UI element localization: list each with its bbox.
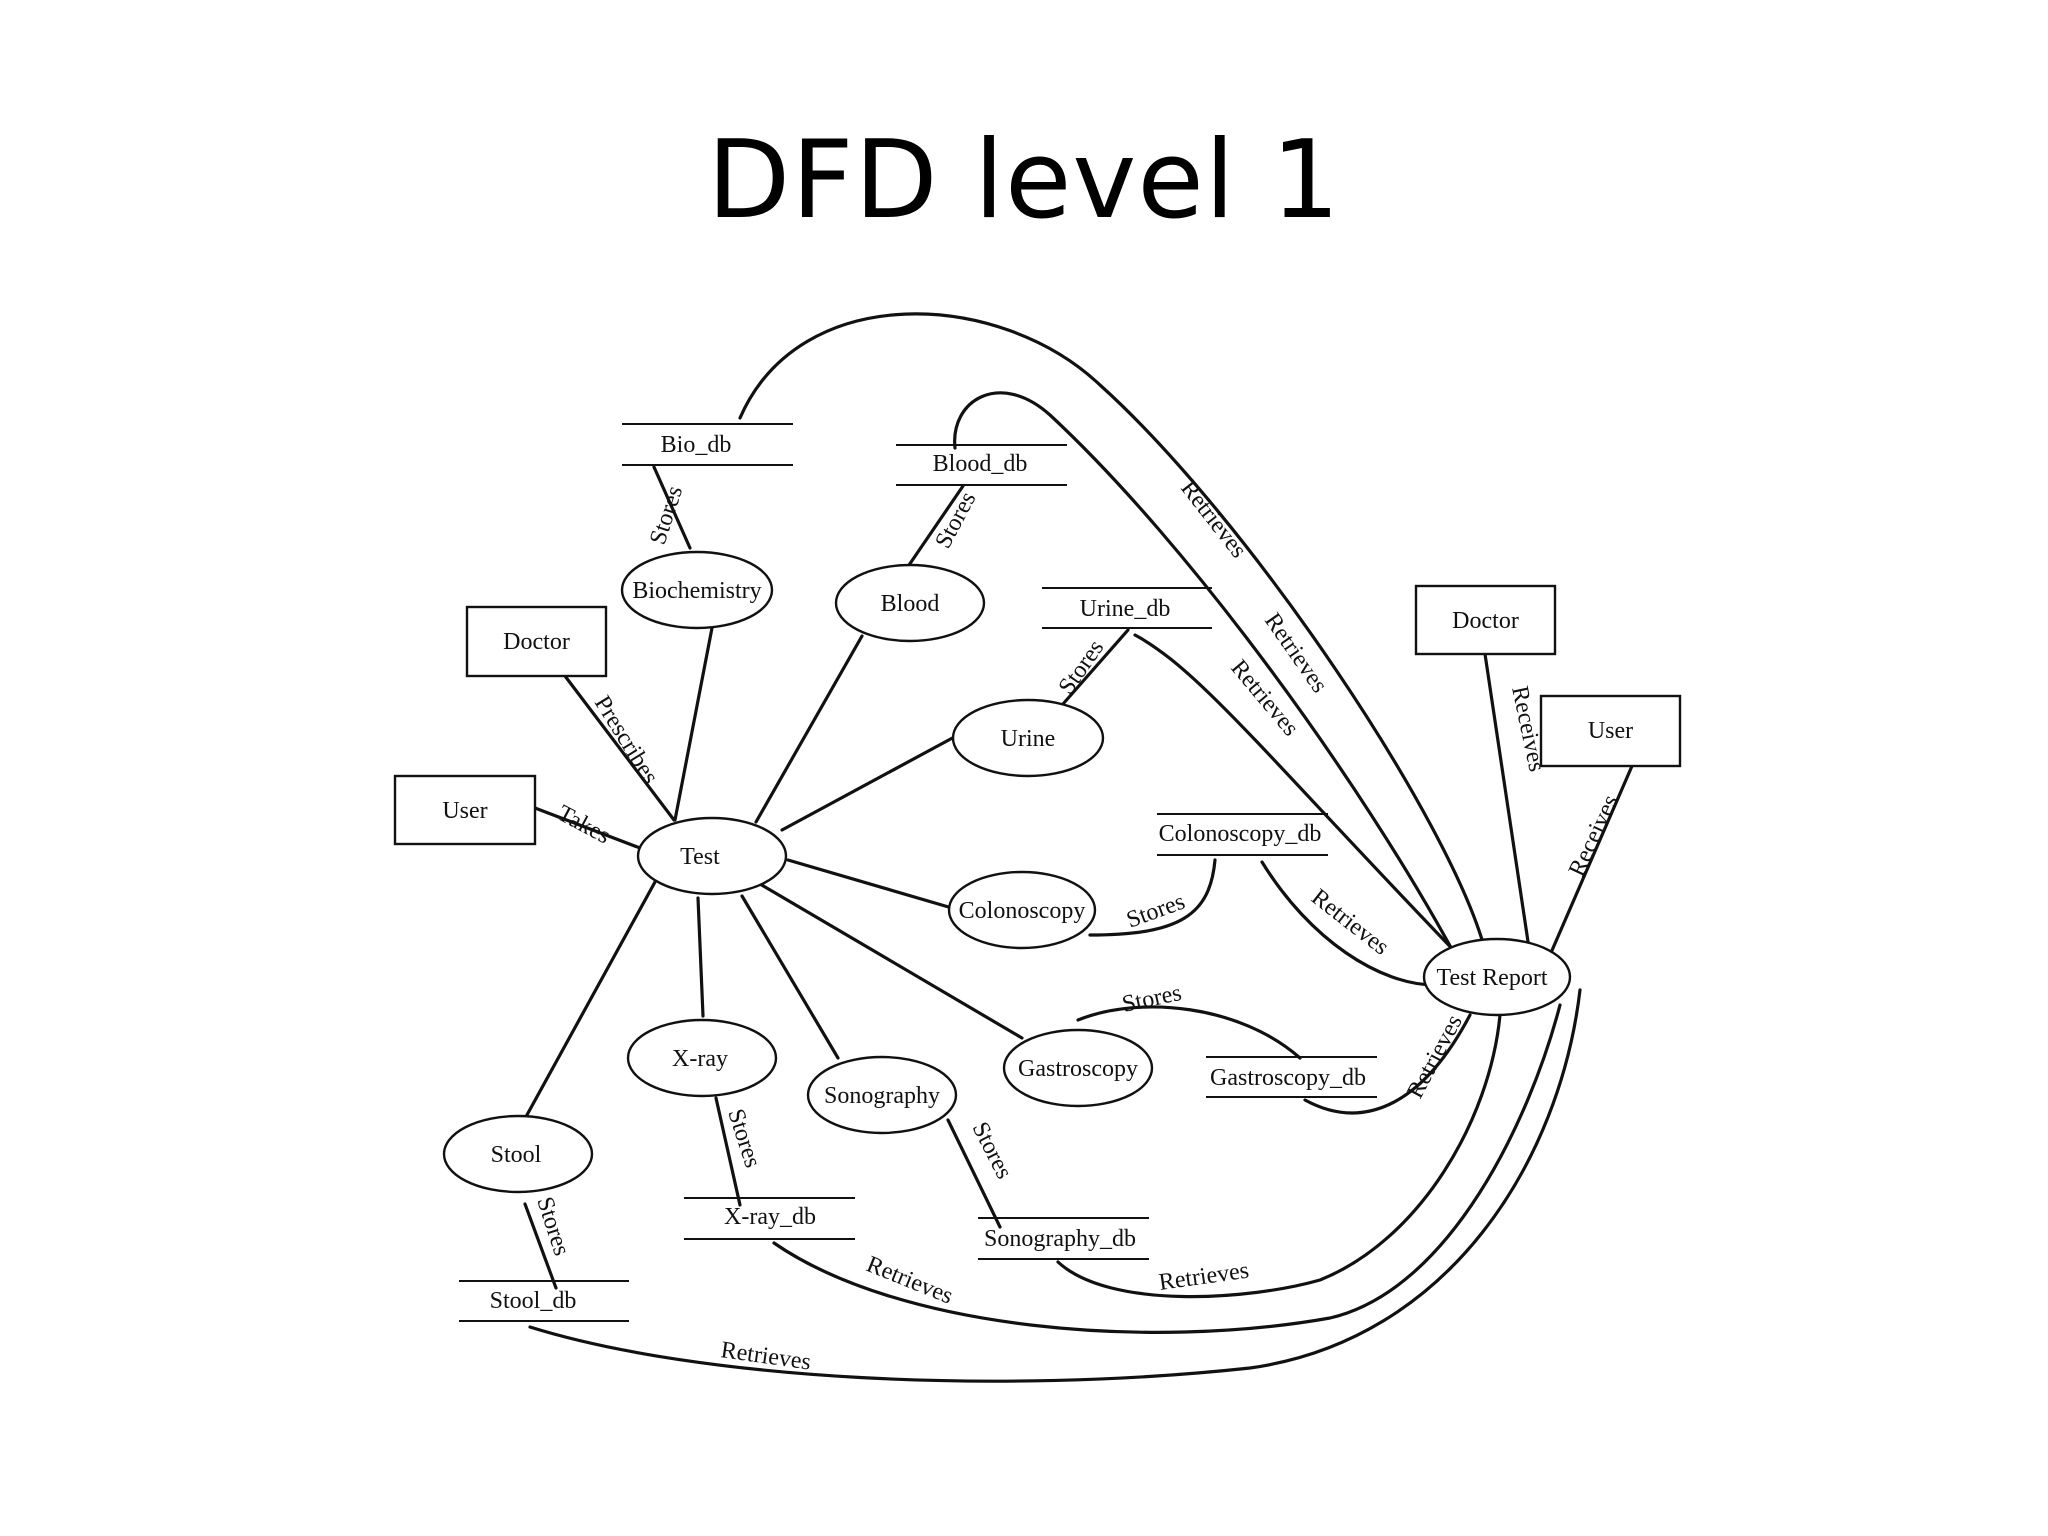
process-xray: X-ray (626, 1018, 778, 1098)
connectors (520, 312, 1634, 1383)
store-urine-db-label: Urine_db (1080, 596, 1171, 622)
flow-label-retrieves-colonoscopy: Retrieves (1306, 884, 1393, 960)
store-xray-db: X-ray_db (684, 1197, 855, 1240)
test-xray-flow (696, 896, 705, 1018)
process-gastroscopy: Gastroscopy (1002, 1028, 1154, 1108)
store-sonography-db-label: Sonography_db (984, 1226, 1136, 1252)
process-blood-label: Blood (881, 591, 940, 617)
process-test-label: Test (680, 844, 720, 870)
flow-label-stores-gastroscopy: Stores (1120, 980, 1184, 1018)
store-bio-db: Bio_db (622, 423, 793, 466)
gastroscopy-store-flow (1076, 1005, 1302, 1060)
gastroscopy-retrieve-flow (1303, 1013, 1472, 1115)
store-gastroscopy-db-label: Gastroscopy_db (1210, 1065, 1366, 1091)
colonoscopy-store-flow (1088, 858, 1217, 937)
process-biochemistry: Biochemistry (620, 550, 774, 630)
process-sonography-label: Sonography (824, 1083, 940, 1109)
entity-user-left: User (393, 774, 537, 846)
flow-label-stores-colonoscopy: Stores (1123, 889, 1188, 934)
test-colonoscopy-flow (786, 858, 954, 910)
blood-store-flow (905, 484, 965, 570)
flow-label-retrieves-bio: Retrieves (1175, 476, 1251, 563)
test-sonography-flow (740, 894, 840, 1060)
process-test-report: Test Report (1422, 937, 1572, 1017)
entity-doctor-left: Doctor (465, 605, 608, 678)
process-urine-label: Urine (1001, 726, 1056, 752)
flow-label-receives-user: Receives (1564, 791, 1624, 880)
process-biochemistry-label: Biochemistry (632, 578, 761, 604)
process-test-report-label: Test Report (1437, 965, 1548, 991)
process-colonoscopy-label: Colonoscopy (959, 898, 1086, 924)
process-colonoscopy: Colonoscopy (947, 870, 1097, 950)
store-blood-db-label: Blood_db (933, 451, 1028, 477)
user-test-flow (533, 806, 642, 850)
bio-retrieve-flow (738, 312, 1487, 952)
store-sonography-db: Sonography_db (978, 1217, 1149, 1260)
flow-label-takes: Takes (553, 800, 614, 849)
flow-label-stores-bio: Stores (645, 483, 688, 548)
xray-retrieve-flow (772, 1003, 1562, 1334)
store-xray-db-label: X-ray_db (724, 1204, 816, 1230)
store-colonoscopy-db: Colonoscopy_db (1157, 813, 1328, 856)
report-user-flow (1548, 764, 1634, 957)
sonography-store-flow (946, 1118, 1002, 1229)
store-urine-db: Urine_db (1042, 587, 1212, 629)
process-sonography: Sonography (806, 1055, 958, 1135)
process-test: Test (636, 816, 788, 896)
test-urine-flow (780, 733, 960, 832)
process-stool: Stool (442, 1114, 594, 1194)
process-gastroscopy-label: Gastroscopy (1018, 1056, 1138, 1082)
test-gastroscopy-flow (758, 882, 1024, 1040)
entity-doctor-left-label: Doctor (503, 629, 570, 655)
entity-user-right: User (1539, 694, 1682, 768)
biochemistry-store-flow (652, 465, 692, 550)
store-blood-db: Blood_db (896, 444, 1067, 486)
flow-label-retrieves-sonography: Retrieves (1157, 1258, 1250, 1296)
sonography-retrieve-flow (1056, 1013, 1502, 1299)
doctor-test-flow (563, 674, 676, 822)
test-blood-flow (754, 634, 864, 824)
store-stool-db-label: Stool_db (490, 1288, 577, 1314)
stool-retrieve-flow (528, 988, 1582, 1383)
urine-retrieve-flow (1133, 633, 1467, 964)
entity-user-right-label: User (1588, 718, 1633, 744)
store-gastroscopy-db: Gastroscopy_db (1206, 1056, 1377, 1098)
process-urine: Urine (951, 698, 1105, 778)
stool-store-flow (523, 1202, 558, 1290)
store-bio-db-label: Bio_db (661, 432, 732, 458)
store-stool-db: Stool_db (459, 1280, 629, 1322)
report-doctor-flow (1483, 652, 1532, 957)
test-biochemistry-flow (673, 626, 714, 822)
colonoscopy-retrieve-flow (1260, 860, 1437, 987)
urine-store-flow (1061, 628, 1130, 706)
process-blood: Blood (834, 563, 986, 643)
blood-retrieve-flow (953, 391, 1457, 957)
entity-doctor-right: Doctor (1414, 584, 1557, 656)
process-xray-label: X-ray (672, 1046, 728, 1072)
flow-label-prescribes: Prescribes (589, 691, 663, 788)
slide-title: DFD level 1 (707, 118, 1341, 243)
entity-user-left-label: User (442, 798, 487, 824)
process-stool-label: Stool (491, 1142, 542, 1168)
entity-doctor-right-label: Doctor (1452, 608, 1519, 634)
store-colonoscopy-db-label: Colonoscopy_db (1159, 821, 1322, 847)
flow-label-stores-stool: Stores (531, 1194, 574, 1259)
test-stool-flow (520, 880, 657, 1126)
flow-label-retrieves-gastroscopy: Retrieves (1402, 1011, 1468, 1103)
xray-store-flow (714, 1096, 742, 1207)
flow-label-stores-urine: Stores (1054, 635, 1110, 699)
